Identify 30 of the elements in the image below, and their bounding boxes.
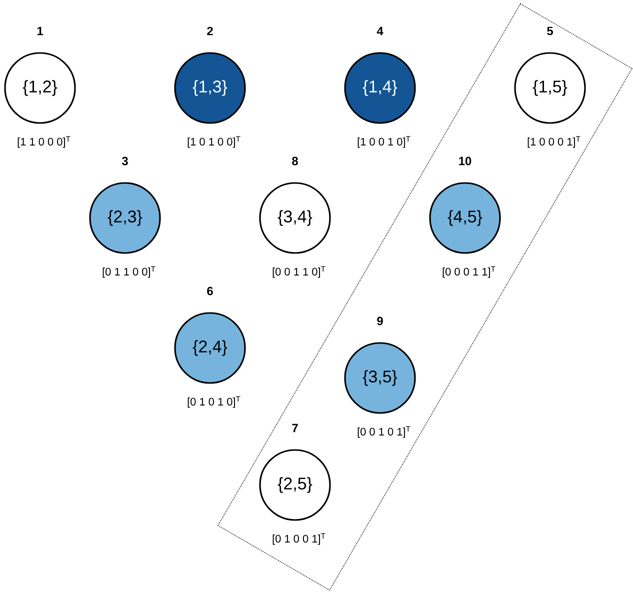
node-number: 7 bbox=[292, 424, 298, 432]
node-number: 9 bbox=[377, 316, 383, 326]
node-number: 8 bbox=[292, 156, 298, 166]
circle-node: {2,3} bbox=[89, 182, 161, 254]
circle-node: {2,5} bbox=[259, 449, 331, 521]
vector-label: [1 1 0 0 0]$^{T}$ bbox=[18, 136, 70, 148]
node-number: 6 bbox=[207, 286, 213, 296]
vector-label: [0 0 0 1 1]$^{T}$ bbox=[442, 266, 496, 278]
node-number: 2 bbox=[207, 26, 213, 36]
circle-node: {3,5} bbox=[344, 342, 416, 414]
node-number: 10 bbox=[459, 156, 472, 166]
circle-node: {1,5} bbox=[514, 52, 586, 124]
vector-label: [0 1 0 0 1]$^{T}$ bbox=[272, 533, 326, 545]
vector-label: [0 0 1 0 1]$^{T}$ bbox=[358, 426, 410, 438]
node-number: 5 bbox=[547, 26, 553, 36]
vector-label: [1 0 1 0 0]$^{T}$ bbox=[188, 136, 240, 148]
vector-label: [1 0 0 0 1]$^{T}$ bbox=[528, 136, 580, 148]
node-number: 1 bbox=[37, 26, 43, 36]
circle-node: {1,2} bbox=[4, 52, 76, 124]
circle-node: {1,3} bbox=[174, 52, 246, 124]
circle-node: {2,4} bbox=[174, 312, 246, 384]
node-number: 4 bbox=[376, 26, 384, 36]
node-number: 3 bbox=[122, 156, 128, 166]
circle-node: {4,5} bbox=[429, 182, 501, 254]
vector-label: [0 1 1 0 0]$^{T}$ bbox=[102, 266, 156, 278]
circle-node: {1,4} bbox=[344, 52, 416, 124]
circle-node: {3,4} bbox=[259, 182, 331, 254]
vector-label: [1 0 0 1 0]$^{T}$ bbox=[358, 136, 410, 148]
vector-label: [0 1 0 1 0]$^{T}$ bbox=[188, 396, 240, 408]
vector-label: [0 0 1 1 0]$^{T}$ bbox=[272, 266, 326, 278]
